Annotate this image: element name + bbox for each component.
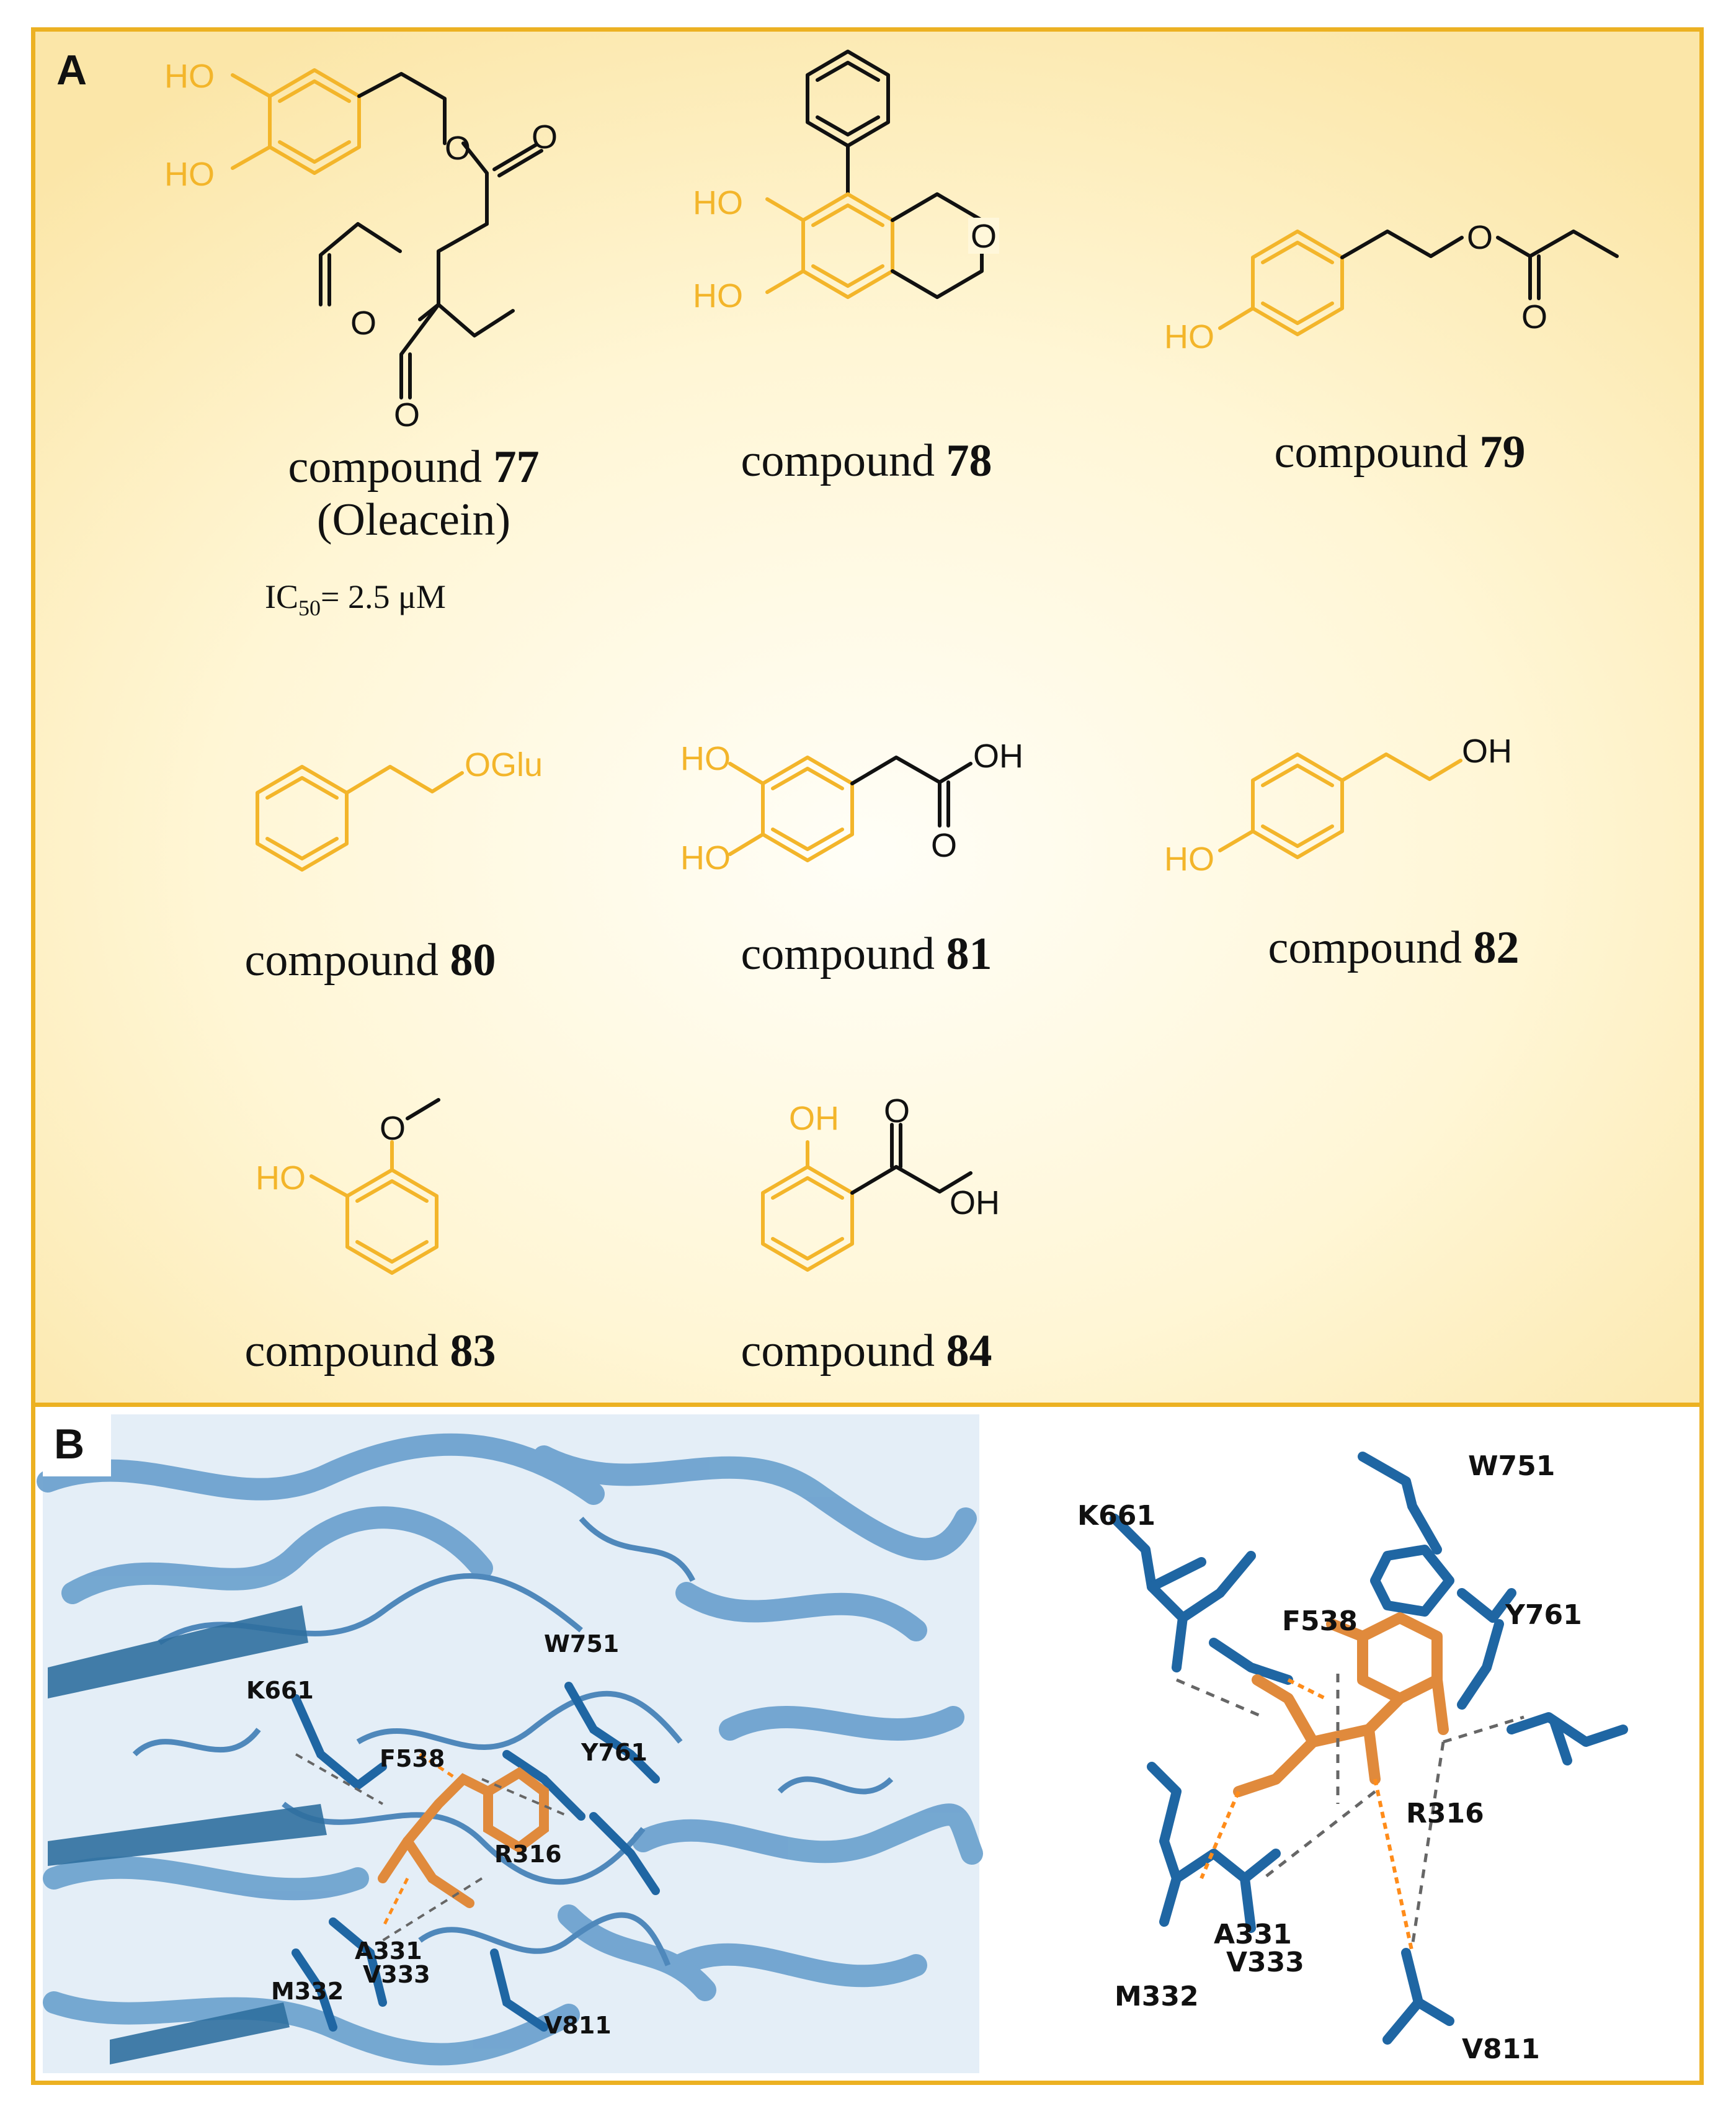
residue-label-v811: V811 [1462, 2033, 1540, 2065]
atom-label-ho: HO [256, 1159, 306, 1197]
compound-caption-82: compound 82 [1268, 922, 1520, 973]
atom-label-ho: HO [693, 184, 743, 221]
compound-caption-81: compound 81 [741, 929, 992, 980]
residue-label-v333: V333 [1226, 1947, 1304, 1978]
docking-stick-view: K661 W751 F538 Y761 R316 A331 V333 M332 … [1077, 1450, 1628, 2065]
atom-label-oh: OH [950, 1184, 1000, 1221]
atom-label-ho: HO [1164, 318, 1214, 355]
atom-label-ho: HO [680, 839, 731, 877]
atom-label-o: O [1521, 298, 1547, 336]
compound-caption-77: compound 77 (Oleacein) [288, 442, 540, 546]
compound-caption-80: compound 80 [244, 935, 496, 986]
structure-compound-82: HO OH [1164, 733, 1512, 878]
atom-label-oglu: OGlu [465, 746, 543, 783]
atom-label-oh: OH [973, 738, 1023, 775]
residue-label-k661: K661 [1077, 1500, 1155, 1532]
residue-label-y761: Y761 [581, 1739, 648, 1766]
atom-label-o: O [884, 1092, 910, 1130]
structure-compound-77: HO HO O O O O [164, 58, 558, 434]
atom-label-oh: OH [1462, 733, 1512, 770]
atom-label-ho: HO [164, 156, 215, 193]
atom-label-o: O [350, 305, 376, 342]
atom-label-o: O [532, 118, 558, 156]
structure-compound-80: OGlu [256, 746, 543, 872]
atom-label-o: O [394, 396, 420, 434]
structure-compound-78: HO HO O [693, 50, 999, 315]
compound-caption-84: compound 84 [741, 1326, 992, 1377]
panel-b: K661 W751 F538 Y761 R316 A331 V333 M332 … [31, 1403, 1704, 2085]
residue-label-r316: R316 [494, 1841, 562, 1868]
panel-a-letter: A [56, 47, 87, 94]
structure-compound-83: HO O [256, 1098, 440, 1275]
residue-label-f538: F538 [380, 1745, 445, 1772]
panel-b-letter-box [43, 1414, 111, 1476]
docking-views: K661 W751 F538 Y761 R316 A331 V333 M332 … [37, 1414, 1628, 2073]
structure-compound-81: HO HO OH O [680, 738, 1023, 877]
docking-ribbon-view: K661 W751 F538 Y761 R316 A331 V333 M332 … [37, 1414, 983, 2073]
panel-b-letter: B [54, 1421, 85, 1468]
residue-label-f538: F538 [1282, 1605, 1358, 1637]
compound-caption-79: compound 79 [1274, 427, 1526, 478]
panel-a: A HO HO O O [31, 27, 1704, 1407]
residue-label-r316: R316 [1406, 1798, 1484, 1829]
residue-label-v333: V333 [363, 1961, 430, 1988]
atom-label-ho: HO [1164, 841, 1214, 878]
residue-label-m332: M332 [1115, 1981, 1199, 2012]
ic50-value-77: IC50= 2.5 μM [265, 578, 446, 620]
residue-label-a331: A331 [1214, 1919, 1292, 1950]
residue-label-y761: Y761 [1505, 1599, 1582, 1631]
compound-caption-83: compound 83 [244, 1326, 496, 1377]
atom-label-ho: HO [693, 277, 743, 315]
atom-label-oh: OH [789, 1100, 839, 1137]
atom-label-ho: HO [164, 58, 215, 95]
atom-label-o: O [380, 1110, 406, 1147]
residue-label-w751: W751 [1468, 1450, 1555, 1482]
compound-name-77: (Oleacein) [316, 494, 511, 546]
atom-label-ho: HO [680, 740, 731, 777]
compound-structures: HO HO O O O O HO HO [164, 50, 1619, 1275]
structure-compound-79: HO O O [1164, 219, 1619, 355]
atom-label-o: O [931, 827, 957, 864]
atom-label-o: O [445, 130, 471, 167]
residue-label-k661: K661 [246, 1677, 314, 1704]
structure-compound-84: OH O OH [761, 1092, 1000, 1272]
atom-label-o: O [1467, 219, 1493, 256]
compound-caption-78: compound 78 [741, 435, 992, 486]
residue-label-v811: V811 [544, 2012, 612, 2039]
residue-label-w751: W751 [544, 1630, 619, 1658]
residue-label-a331: A331 [355, 1937, 422, 1965]
residue-label-m332: M332 [271, 1978, 344, 2005]
atom-label-o: O [971, 218, 997, 255]
